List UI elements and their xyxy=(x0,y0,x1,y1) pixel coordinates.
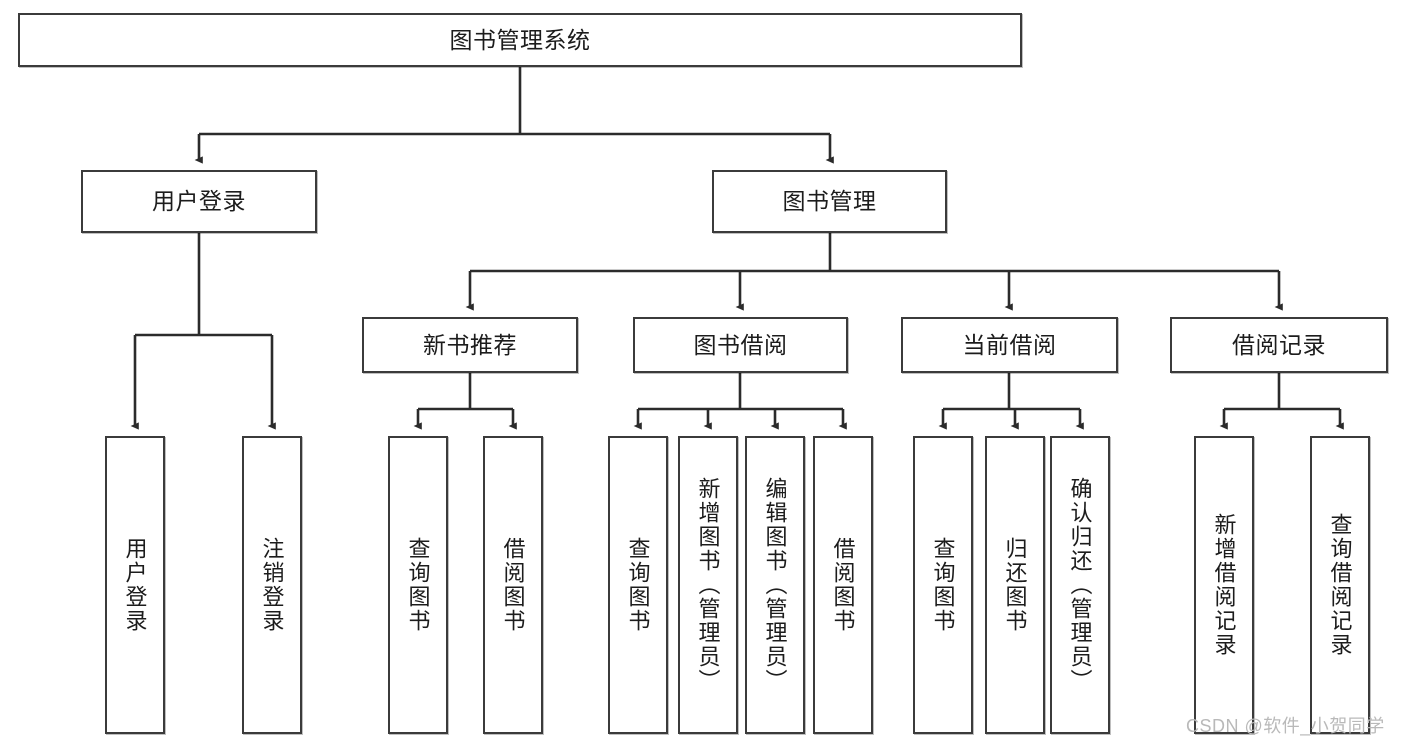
node-label: 用户登录 xyxy=(152,188,246,215)
node-label: 借阅图书 xyxy=(830,537,856,633)
node-leaf-borrow-book-1[interactable]: 借阅图书 xyxy=(483,436,543,734)
node-label: 新增图书（管理员） xyxy=(695,477,721,693)
node-label: 编辑图书（管理员） xyxy=(762,477,788,693)
node-label: 查询图书 xyxy=(930,537,956,633)
node-label: 图书管理 xyxy=(782,188,877,215)
node-leaf-query-book-2[interactable]: 查询图书 xyxy=(608,436,668,734)
node-current-borrow[interactable]: 当前借阅 xyxy=(901,317,1118,373)
node-leaf-confirm-return[interactable]: 确认归还（管理员） xyxy=(1050,436,1110,734)
node-label: 图书管理系统 xyxy=(449,26,591,53)
node-leaf-user-logout[interactable]: 注销登录 xyxy=(242,436,302,734)
node-label: 当前借阅 xyxy=(962,331,1057,358)
node-user-login[interactable]: 用户登录 xyxy=(81,170,317,233)
node-label: 新书推荐 xyxy=(423,331,517,358)
node-label: 新增借阅记录 xyxy=(1211,513,1237,657)
node-leaf-borrow-book-2[interactable]: 借阅图书 xyxy=(813,436,873,734)
node-label: 借阅记录 xyxy=(1232,331,1326,358)
node-leaf-query-book-1[interactable]: 查询图书 xyxy=(388,436,448,734)
node-label: 查询图书 xyxy=(405,537,431,633)
node-leaf-edit-book[interactable]: 编辑图书（管理员） xyxy=(745,436,805,734)
node-label: 查询借阅记录 xyxy=(1327,513,1353,657)
node-book-manage[interactable]: 图书管理 xyxy=(712,170,947,233)
node-leaf-query-book-3[interactable]: 查询图书 xyxy=(913,436,973,734)
node-new-book-recommend[interactable]: 新书推荐 xyxy=(362,317,578,373)
node-label: 确认归还（管理员） xyxy=(1067,477,1093,693)
node-label: 用户登录 xyxy=(122,537,148,633)
node-label: 注销登录 xyxy=(259,537,285,633)
node-borrow-record[interactable]: 借阅记录 xyxy=(1170,317,1388,373)
node-book-borrow[interactable]: 图书借阅 xyxy=(633,317,848,373)
node-leaf-query-record[interactable]: 查询借阅记录 xyxy=(1310,436,1370,734)
node-label: 借阅图书 xyxy=(500,537,526,633)
node-leaf-add-record[interactable]: 新增借阅记录 xyxy=(1194,436,1254,734)
node-book-management-system[interactable]: 图书管理系统 xyxy=(18,13,1022,67)
node-leaf-return-book[interactable]: 归还图书 xyxy=(985,436,1045,734)
node-label: 查询图书 xyxy=(625,537,651,633)
csdn-watermark: CSDN @软件_小贺同学 xyxy=(1186,716,1385,736)
node-leaf-add-book[interactable]: 新增图书（管理员） xyxy=(678,436,738,734)
node-label: 归还图书 xyxy=(1002,537,1028,633)
node-leaf-user-login[interactable]: 用户登录 xyxy=(105,436,165,734)
node-label: 图书借阅 xyxy=(693,331,788,358)
